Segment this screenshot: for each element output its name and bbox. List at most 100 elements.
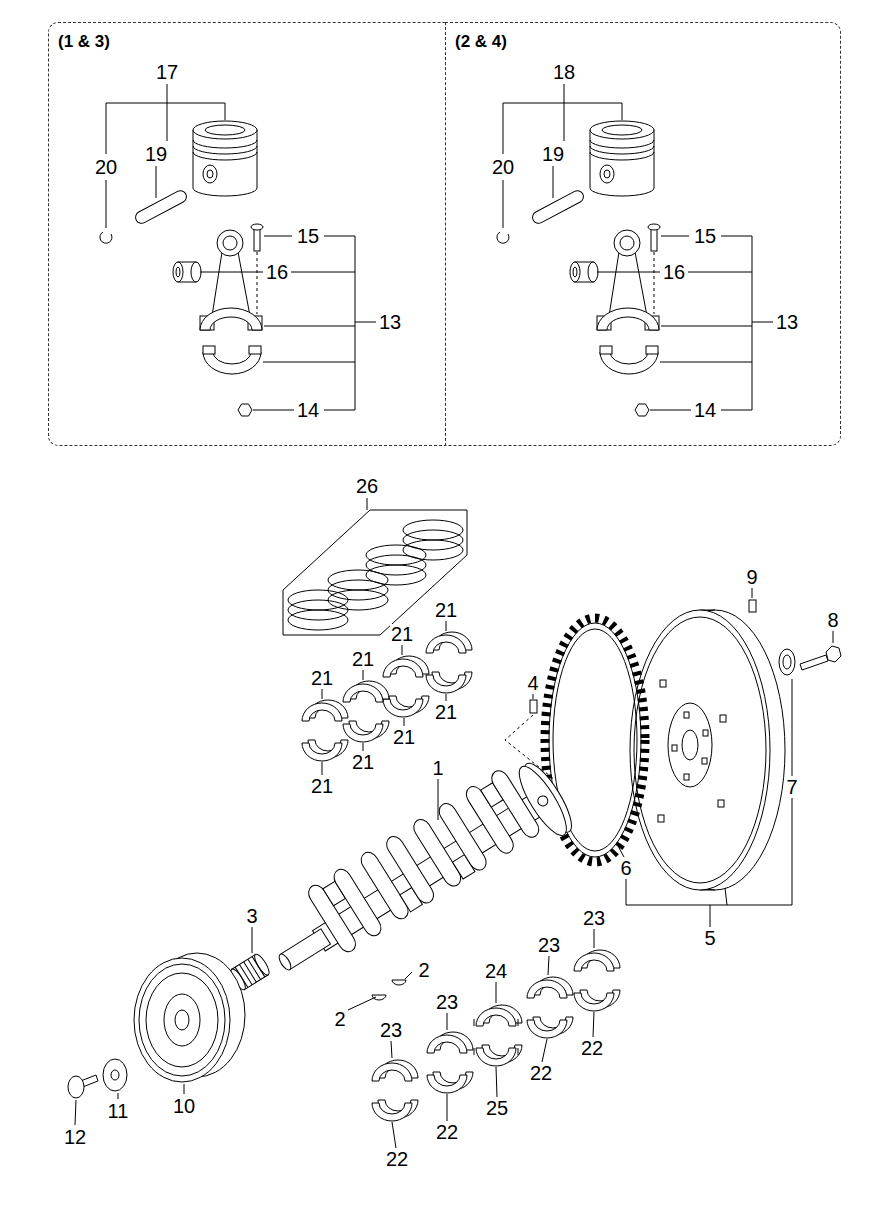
callout-number: 1 [431, 758, 444, 778]
callout-number: 20 [94, 157, 118, 177]
callout-number: 9 [745, 567, 758, 587]
crank-gear [235, 957, 265, 988]
callout-number: 24 [484, 961, 508, 981]
flywheel [630, 610, 770, 890]
dowel-pin [749, 600, 756, 612]
thrust-flange [474, 1019, 518, 1055]
dashed-panel: (1 & 3) [48, 22, 445, 446]
main-bearing [527, 1017, 573, 1038]
piston-ring-set [367, 498, 368, 510]
pilot-bearing [779, 649, 795, 675]
leader-line [391, 929, 594, 1148]
callout-number: 3 [245, 906, 258, 926]
main-bearing [426, 672, 472, 693]
callout-number: 21 [351, 752, 375, 772]
main-bearing [372, 1100, 418, 1121]
main-bearing [383, 656, 429, 677]
flywheel [684, 712, 689, 718]
callout-number: 21 [392, 727, 416, 747]
crank-pulley [146, 973, 218, 1067]
piston-ring-set [288, 610, 348, 630]
leader-line [252, 927, 412, 1010]
flywheel [660, 680, 666, 687]
pilot-bearing [783, 655, 791, 669]
leader-line [322, 621, 446, 775]
callout-number: 13 [378, 312, 402, 332]
washer [103, 1059, 127, 1091]
leader-line [75, 1084, 184, 1125]
dashed-panel: (2 & 4) [445, 22, 841, 446]
main-bearing [574, 950, 620, 971]
flywheel-bolt [800, 646, 841, 670]
callout-number: 21 [351, 649, 375, 669]
crank-pulley [134, 958, 230, 1082]
callout-number: 26 [355, 476, 379, 496]
crankshaft [255, 749, 579, 998]
callout-number: 22 [580, 1038, 604, 1058]
callout-number: 15 [693, 226, 717, 246]
callout-number: 12 [63, 1127, 87, 1147]
callout-number: 22 [435, 1122, 459, 1142]
main-bearing [527, 977, 573, 998]
washer [103, 1059, 127, 1091]
flywheel [682, 730, 698, 760]
leader-line [533, 588, 833, 699]
crank-pulley [139, 964, 225, 1076]
callout-number: 19 [541, 144, 565, 164]
piston-group [497, 84, 773, 416]
callout-number: 22 [529, 1063, 553, 1083]
main-bearing [372, 950, 620, 1121]
flywheel [672, 745, 677, 751]
leader-line [75, 1084, 184, 1125]
callout-number: 8 [826, 610, 839, 630]
crank-pulley [164, 994, 200, 1046]
piston-group [100, 84, 376, 416]
flywheel [703, 730, 708, 736]
leader-line [438, 588, 833, 927]
callout-number: 25 [485, 1098, 509, 1118]
callout-number: 23 [582, 908, 606, 928]
main-bearing [426, 632, 472, 653]
callout-number: 21 [310, 668, 334, 688]
leader-line [322, 621, 446, 775]
thrust-flange [474, 1019, 518, 1055]
flywheel [720, 715, 726, 722]
callout-number: 14 [296, 400, 320, 420]
flywheel [702, 758, 707, 764]
callout-number: 16 [265, 262, 289, 282]
callout-number: 7 [785, 777, 798, 797]
woodruff-key [372, 980, 406, 1000]
panel-heading: (1 & 3) [58, 32, 110, 52]
main-bearing [302, 700, 348, 721]
crankshaft [536, 794, 550, 808]
woodruff-key [392, 980, 406, 985]
callout-number: 2 [333, 1009, 346, 1029]
flywheel [668, 703, 712, 787]
leader-line [252, 927, 412, 1010]
callout-number: 15 [296, 226, 320, 246]
pulley-bolt [68, 1075, 98, 1098]
main-bearing [427, 1032, 473, 1053]
leader-line [391, 929, 594, 1148]
callout-number: 5 [703, 928, 716, 948]
callout-number: 14 [693, 400, 717, 420]
main-bearing [343, 721, 389, 742]
crankshaft [277, 952, 293, 972]
main-bearing [574, 990, 620, 1011]
piston-ring-set [288, 520, 463, 630]
crank-pulley [134, 953, 245, 1082]
callout-number: 16 [662, 262, 686, 282]
panel-heading: (2 & 4) [455, 32, 507, 52]
washer [111, 1070, 119, 1080]
main-bearing [427, 1072, 473, 1093]
callout-number: 10 [172, 1096, 196, 1116]
callout-number: 23 [537, 935, 561, 955]
callout-number: 13 [775, 312, 799, 332]
main-bearing [383, 696, 429, 717]
flywheel [634, 617, 766, 883]
callout-number: 11 [107, 1101, 130, 1121]
callout-number: 22 [385, 1149, 409, 1169]
main-bearing [372, 1060, 418, 1081]
callout-number: 21 [390, 624, 414, 644]
callout-number: 17 [155, 62, 179, 82]
